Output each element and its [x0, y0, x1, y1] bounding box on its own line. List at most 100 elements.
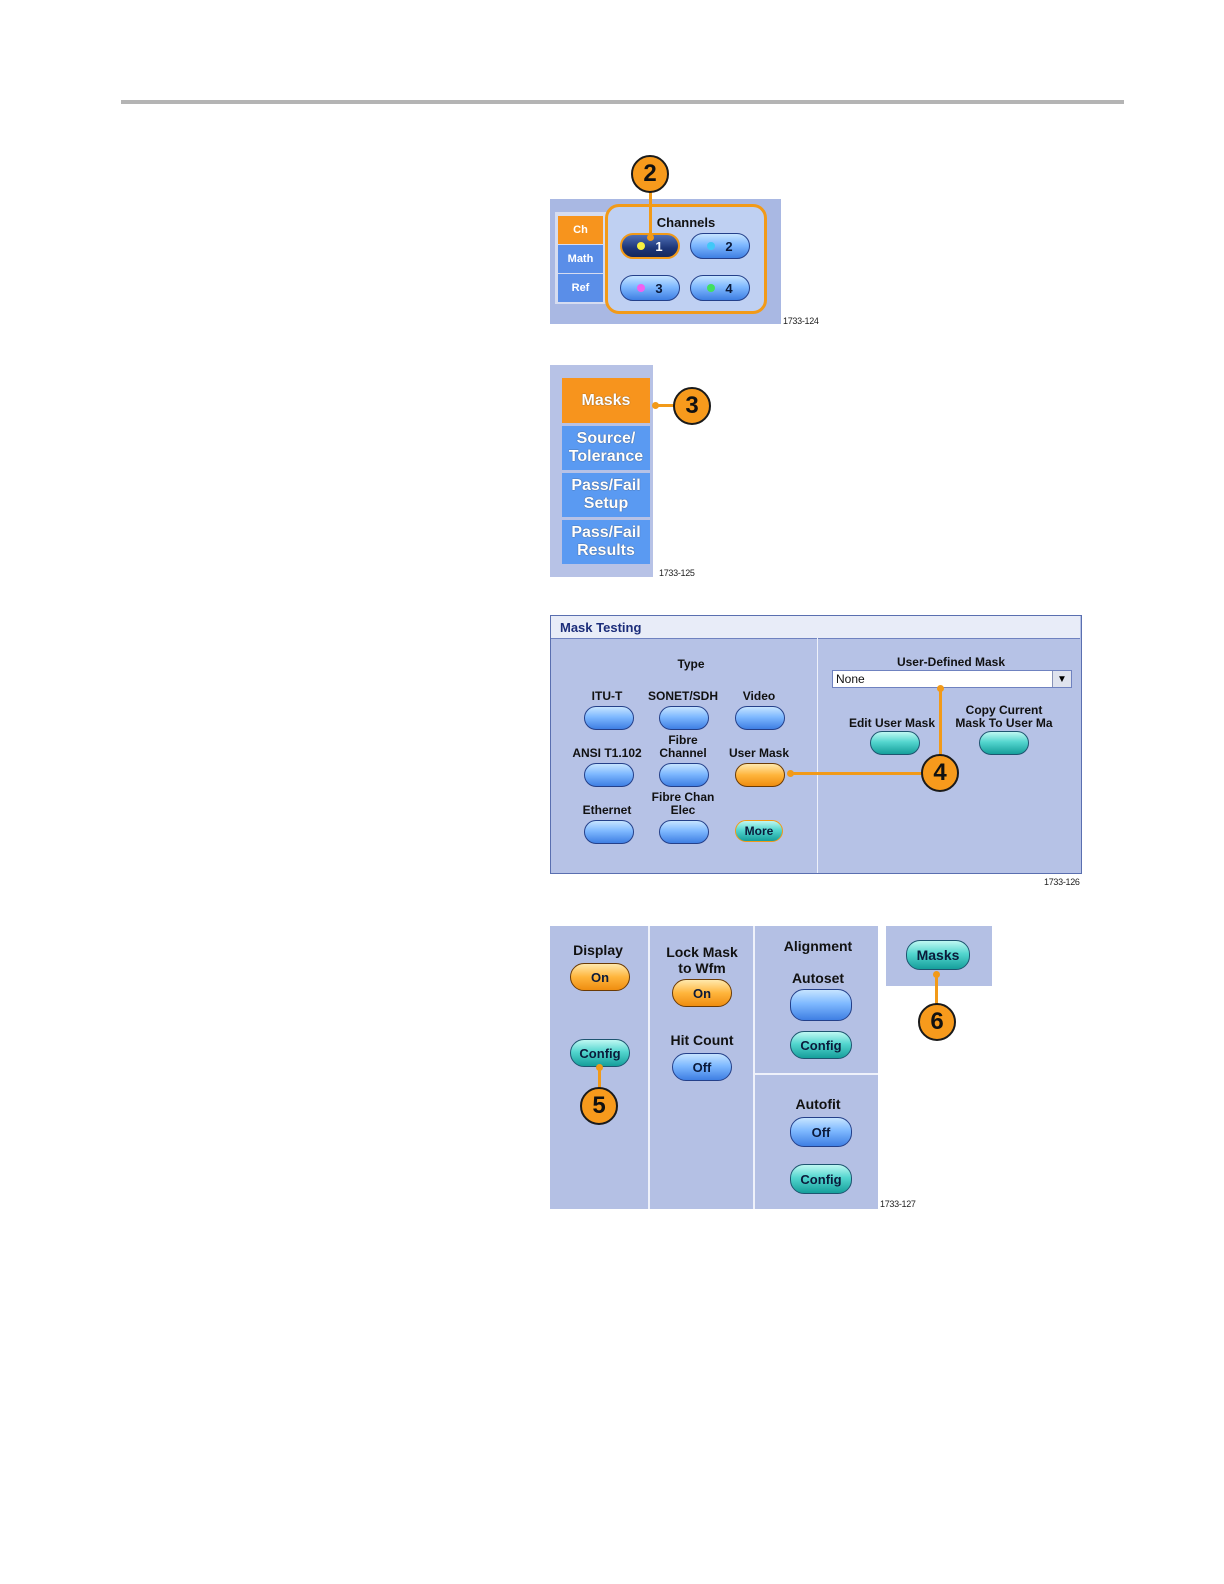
mask-testing-titlebar	[551, 616, 1080, 639]
dropdown-arrow-icon[interactable]: ▼	[1052, 671, 1071, 687]
type-itu-t-button[interactable]	[584, 706, 634, 730]
tab-math[interactable]: Math	[558, 245, 603, 273]
channel-1-led-icon	[637, 242, 646, 250]
callout-4-leader-up	[939, 689, 942, 757]
display-config-button[interactable]: Config	[570, 1039, 630, 1067]
copy-mask-label: Copy Current Mask To User Ma	[949, 704, 1059, 730]
menu-item-masks[interactable]: Masks	[562, 378, 650, 423]
type-user-mask-label: User Mask	[728, 746, 790, 760]
callout-3: 3	[673, 387, 711, 425]
menu-item-source-tolerance[interactable]: Source/ Tolerance	[562, 426, 650, 470]
mask-testing-panel: Mask Testing Type ITU-T SONET/SDH Video …	[550, 615, 1082, 874]
mask-testing-title: Mask Testing	[560, 620, 642, 635]
more-button[interactable]: More	[735, 820, 783, 842]
figure-id-1: 1733-124	[783, 316, 819, 326]
channel-2-label: 2	[725, 238, 733, 254]
type-fibre-chan-elec-button[interactable]	[659, 820, 709, 844]
figure-id-2: 1733-125	[659, 568, 695, 578]
menu-item-source-tolerance-l1: Source/	[576, 430, 636, 447]
figure-id-4: 1733-127	[880, 1199, 916, 1209]
type-fibre-chan-elec-l2: Elec	[670, 803, 696, 817]
display-on-button[interactable]: On	[570, 963, 630, 991]
type-fibre-chan-elec-label: Fibre Chan Elec	[643, 791, 723, 817]
autoset-button[interactable]	[790, 989, 852, 1021]
masks-button[interactable]: Masks	[906, 940, 970, 970]
channel-1-label: 1	[655, 238, 663, 254]
mask-testing-divider	[817, 638, 818, 873]
tab-ref[interactable]: Ref	[558, 274, 603, 302]
autofit-off-button[interactable]: Off	[790, 1117, 852, 1147]
type-sonet-button[interactable]	[659, 706, 709, 730]
type-label: Type	[677, 657, 705, 671]
type-itu-t-label: ITU-T	[591, 689, 623, 703]
callout-2: 2	[631, 155, 669, 193]
autofit-label: Autofit	[795, 1096, 841, 1112]
menu-item-pass-fail-setup-l1: Pass/Fail	[571, 477, 641, 494]
mask-controls-panel: Display On Config Lock Mask to Wfm On Hi…	[550, 926, 878, 1209]
channel-4-led-icon	[707, 284, 716, 292]
masks-button-panel: Masks	[886, 926, 992, 986]
type-fibre-channel-label: Fibre Channel	[643, 734, 723, 760]
header-rule	[121, 100, 1124, 104]
callout-5: 5	[580, 1087, 618, 1125]
copy-mask-l2: Mask To User Ma	[955, 716, 1053, 730]
copy-mask-button[interactable]	[979, 731, 1029, 755]
type-user-mask-button[interactable]	[735, 763, 785, 787]
lock-mask-on-button[interactable]: On	[672, 979, 732, 1007]
callout-6: 6	[918, 1003, 956, 1041]
channel-3-button[interactable]: 3	[620, 275, 680, 301]
channels-title: Channels	[656, 215, 716, 230]
autoset-label: Autoset	[791, 970, 845, 986]
channel-3-label: 3	[655, 280, 663, 296]
type-sonet-label: SONET/SDH	[647, 689, 718, 703]
menu-item-pass-fail-setup[interactable]: Pass/Fail Setup	[562, 473, 650, 517]
controls-divider-1	[648, 926, 650, 1209]
user-defined-mask-label: User-Defined Mask	[896, 655, 1006, 669]
channel-2-button[interactable]: 2	[690, 233, 750, 259]
menu-item-pass-fail-results-l1: Pass/Fail	[571, 524, 641, 541]
callout-4: 4	[921, 754, 959, 792]
channel-3-led-icon	[637, 284, 646, 292]
callout-2-dot	[647, 234, 654, 241]
user-defined-mask-value: None	[836, 672, 865, 686]
lock-mask-label: Lock Mask to Wfm	[658, 944, 746, 976]
type-ansi-label: ANSI T1.102	[572, 746, 642, 760]
type-video-label: Video	[742, 689, 776, 703]
hit-count-off-button[interactable]: Off	[672, 1053, 732, 1081]
callout-2-leader	[649, 192, 652, 237]
callout-4-leader-left	[790, 772, 922, 775]
controls-divider-2	[753, 926, 755, 1209]
type-fibre-channel-l1: Fibre	[668, 733, 698, 747]
type-fibre-channel-button[interactable]	[659, 763, 709, 787]
channel-2-led-icon	[707, 242, 716, 250]
mask-menu-panel: Masks Source/ Tolerance Pass/Fail Setup …	[550, 365, 653, 577]
edit-user-mask-button[interactable]	[870, 731, 920, 755]
menu-item-pass-fail-results[interactable]: Pass/Fail Results	[562, 520, 650, 564]
controls-divider-3	[755, 1073, 878, 1075]
callout-4-dot-left	[787, 770, 794, 777]
lock-mask-l2: to Wfm	[678, 960, 726, 976]
type-fibre-channel-l2: Channel	[659, 746, 707, 760]
edit-user-mask-label: Edit User Mask	[848, 716, 936, 730]
alignment-config-button[interactable]: Config	[790, 1031, 852, 1059]
menu-item-pass-fail-setup-l2: Setup	[583, 495, 629, 512]
figure-id-3: 1733-126	[1044, 877, 1080, 887]
channel-4-button[interactable]: 4	[690, 275, 750, 301]
type-video-button[interactable]	[735, 706, 785, 730]
channel-4-label: 4	[725, 280, 733, 296]
type-ethernet-button[interactable]	[584, 820, 634, 844]
menu-item-pass-fail-results-l2: Results	[577, 542, 635, 559]
autofit-config-button[interactable]: Config	[790, 1164, 852, 1194]
user-defined-mask-select[interactable]: None ▼	[832, 670, 1072, 688]
lock-mask-l1: Lock Mask	[666, 944, 738, 960]
menu-item-source-tolerance-l2: Tolerance	[568, 448, 644, 465]
callout-6-dot	[933, 971, 940, 978]
display-label: Display	[573, 942, 623, 958]
type-ethernet-label: Ethernet	[582, 803, 632, 817]
callout-5-dot	[596, 1064, 603, 1071]
tab-ch[interactable]: Ch	[558, 216, 603, 244]
channels-panel: Ch Math Ref Channels 1 2 3 4	[550, 199, 781, 324]
callout-6-leader	[935, 975, 938, 1005]
alignment-label: Alignment	[783, 938, 853, 954]
type-ansi-button[interactable]	[584, 763, 634, 787]
